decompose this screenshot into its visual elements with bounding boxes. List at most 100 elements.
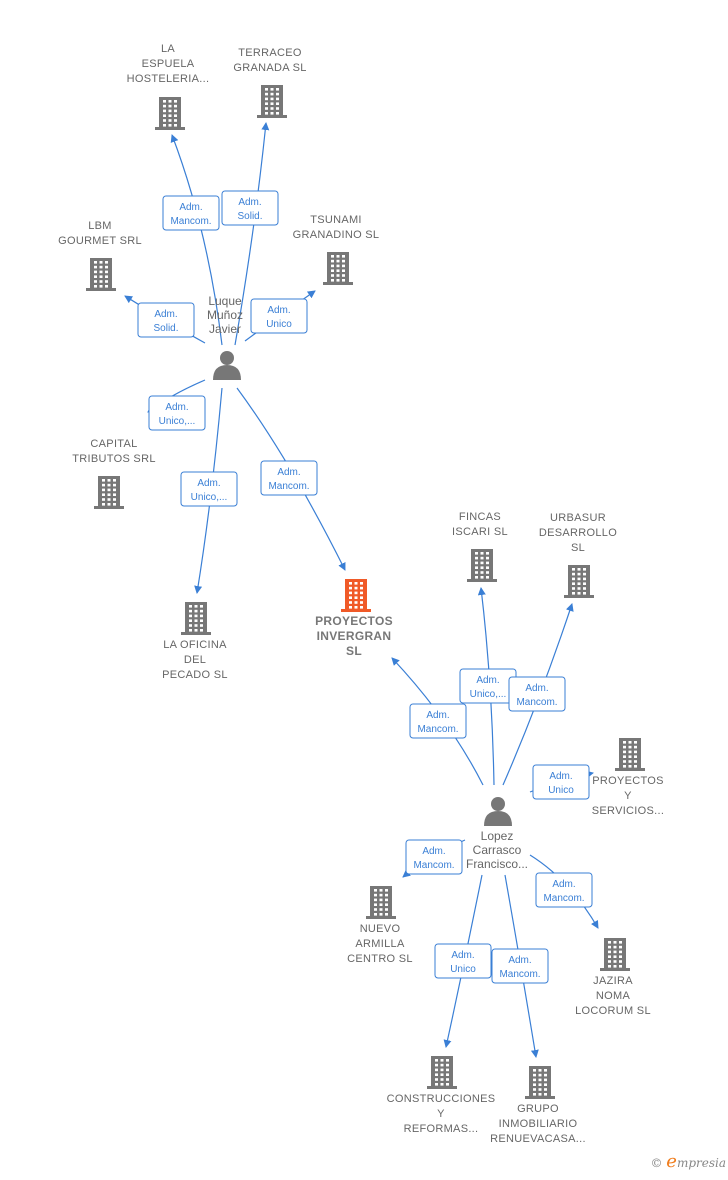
company-name[interactable]: RENUEVACASA... — [490, 1133, 586, 1145]
company-name[interactable]: GRANADA SL — [233, 62, 306, 74]
building-icon[interactable] — [467, 549, 497, 582]
building-icon[interactable] — [427, 1056, 457, 1089]
company-name[interactable]: CONSTRUCCIONES — [387, 1093, 496, 1105]
role-label[interactable]: Adm.Mancom. — [162, 195, 220, 231]
company-name[interactable]: URBASUR — [550, 512, 606, 524]
company-name[interactable]: TSUNAMI — [310, 214, 362, 226]
building-icon[interactable] — [341, 579, 371, 612]
building-icon[interactable] — [615, 738, 645, 771]
role-label[interactable]: Adm.Unico,... — [180, 471, 238, 507]
company-name[interactable]: LOCORUM SL — [575, 1005, 651, 1017]
role-label-box[interactable] — [162, 195, 220, 231]
role-label-box[interactable] — [405, 839, 463, 875]
role-label[interactable]: Adm.Mancom. — [535, 872, 593, 908]
company-name[interactable]: ESPUELA — [142, 58, 195, 70]
company-name[interactable]: PECADO SL — [162, 669, 228, 681]
company-node-grupo[interactable]: GRUPO INMOBILIARIO RENUEVACASA... — [490, 1066, 586, 1145]
building-icon[interactable] — [323, 252, 353, 285]
role-label[interactable]: Adm.Mancom. — [409, 703, 467, 739]
role-label[interactable]: Adm.Mancom. — [508, 676, 566, 712]
building-icon[interactable] — [155, 97, 185, 130]
person-name[interactable]: Javier — [209, 322, 241, 336]
role-label[interactable]: Adm.Unico — [532, 764, 590, 800]
company-name[interactable]: DEL — [184, 654, 206, 666]
company-name[interactable]: LBM — [88, 220, 112, 232]
person-name[interactable]: Luque — [208, 294, 242, 308]
company-name[interactable]: NOMA — [596, 990, 631, 1002]
company-name[interactable]: TERRACEO — [238, 47, 302, 59]
company-name[interactable]: CAPITAL — [90, 438, 137, 450]
building-icon[interactable] — [257, 85, 287, 118]
company-name[interactable]: Y — [624, 790, 632, 802]
company-node-jazira[interactable]: JAZIRA NOMA LOCORUM SL — [575, 938, 651, 1017]
company-name[interactable]: REFORMAS... — [404, 1123, 479, 1135]
person-name[interactable]: Francisco... — [466, 857, 528, 871]
person-icon[interactable] — [213, 351, 241, 380]
building-icon[interactable] — [86, 258, 116, 291]
company-name[interactable]: HOSTELERIA... — [127, 73, 210, 85]
role-label-box[interactable] — [434, 943, 492, 979]
company-name[interactable]: JAZIRA — [593, 975, 633, 987]
company-node-tsunami[interactable]: TSUNAMI GRANADINO SL — [293, 214, 380, 285]
role-label[interactable]: Adm.Mancom. — [405, 839, 463, 875]
role-label-box[interactable] — [491, 948, 549, 984]
building-icon[interactable] — [366, 886, 396, 919]
role-label[interactable]: Adm.Unico,... — [148, 395, 206, 431]
company-name[interactable]: INVERGRAN — [317, 629, 392, 643]
company-name[interactable]: DESARROLLO — [539, 527, 617, 539]
role-label-box[interactable] — [221, 190, 279, 226]
company-node-espuela[interactable]: LA ESPUELA HOSTELERIA... — [127, 43, 210, 130]
role-label-box[interactable] — [180, 471, 238, 507]
company-name[interactable]: INMOBILIARIO — [499, 1118, 578, 1130]
role-label-box[interactable] — [137, 302, 195, 338]
company-name[interactable]: TRIBUTOS SRL — [72, 453, 155, 465]
person-node-lopez[interactable]: LopezCarrascoFrancisco... — [466, 797, 528, 871]
person-icon[interactable] — [484, 797, 512, 826]
role-label[interactable]: Adm.Unico,... — [459, 668, 517, 704]
company-node-lbm[interactable]: LBM GOURMET SRL — [58, 220, 142, 291]
role-label[interactable]: Adm.Unico — [250, 298, 308, 334]
role-label-box[interactable] — [148, 395, 206, 431]
company-name[interactable]: SL — [346, 644, 362, 658]
company-name[interactable]: CENTRO SL — [347, 953, 413, 965]
company-name[interactable]: PROYECTOS — [592, 775, 664, 787]
company-name[interactable]: SL — [571, 542, 585, 554]
role-label-box[interactable] — [250, 298, 308, 334]
role-label[interactable]: Adm.Solid. — [137, 302, 195, 338]
company-node-urbasur[interactable]: URBASUR DESARROLLO SL — [539, 512, 617, 598]
company-node-capital[interactable]: CAPITAL TRIBUTOS SRL — [72, 438, 155, 509]
company-name[interactable]: GRUPO — [517, 1103, 559, 1115]
company-node-fincas[interactable]: FINCAS ISCARI SL — [452, 511, 508, 582]
role-label-box[interactable] — [508, 676, 566, 712]
company-name[interactable]: ARMILLA — [355, 938, 405, 950]
company-node-terraceo[interactable]: TERRACEO GRANADA SL — [233, 47, 306, 118]
company-node-proyectos_servicios[interactable]: PROYECTOS Y SERVICIOS... — [592, 738, 664, 817]
role-label-box[interactable] — [532, 764, 590, 800]
company-name[interactable]: LA — [161, 43, 175, 55]
company-node-construcciones[interactable]: CONSTRUCCIONES Y REFORMAS... — [387, 1056, 496, 1135]
role-label[interactable]: Adm.Mancom. — [491, 948, 549, 984]
role-label[interactable]: Adm.Solid. — [221, 190, 279, 226]
role-label-box[interactable] — [409, 703, 467, 739]
company-name[interactable]: SERVICIOS... — [592, 805, 664, 817]
person-name[interactable]: Carrasco — [473, 843, 522, 857]
company-name[interactable]: NUEVO — [360, 923, 401, 935]
company-name[interactable]: GOURMET SRL — [58, 235, 142, 247]
company-node-nuevo_armilla[interactable]: NUEVO ARMILLA CENTRO SL — [347, 886, 413, 965]
role-label[interactable]: Adm.Mancom. — [260, 460, 318, 496]
company-name[interactable]: FINCAS — [459, 511, 501, 523]
building-icon[interactable] — [564, 565, 594, 598]
building-icon[interactable] — [600, 938, 630, 971]
role-label-box[interactable] — [260, 460, 318, 496]
role-label-box[interactable] — [535, 872, 593, 908]
role-label[interactable]: Adm.Unico — [434, 943, 492, 979]
building-icon[interactable] — [94, 476, 124, 509]
building-icon[interactable] — [525, 1066, 555, 1099]
company-name[interactable]: GRANADINO SL — [293, 229, 380, 241]
company-name[interactable]: ISCARI SL — [452, 526, 508, 538]
building-icon[interactable] — [181, 602, 211, 635]
company-name[interactable]: Y — [437, 1108, 445, 1120]
